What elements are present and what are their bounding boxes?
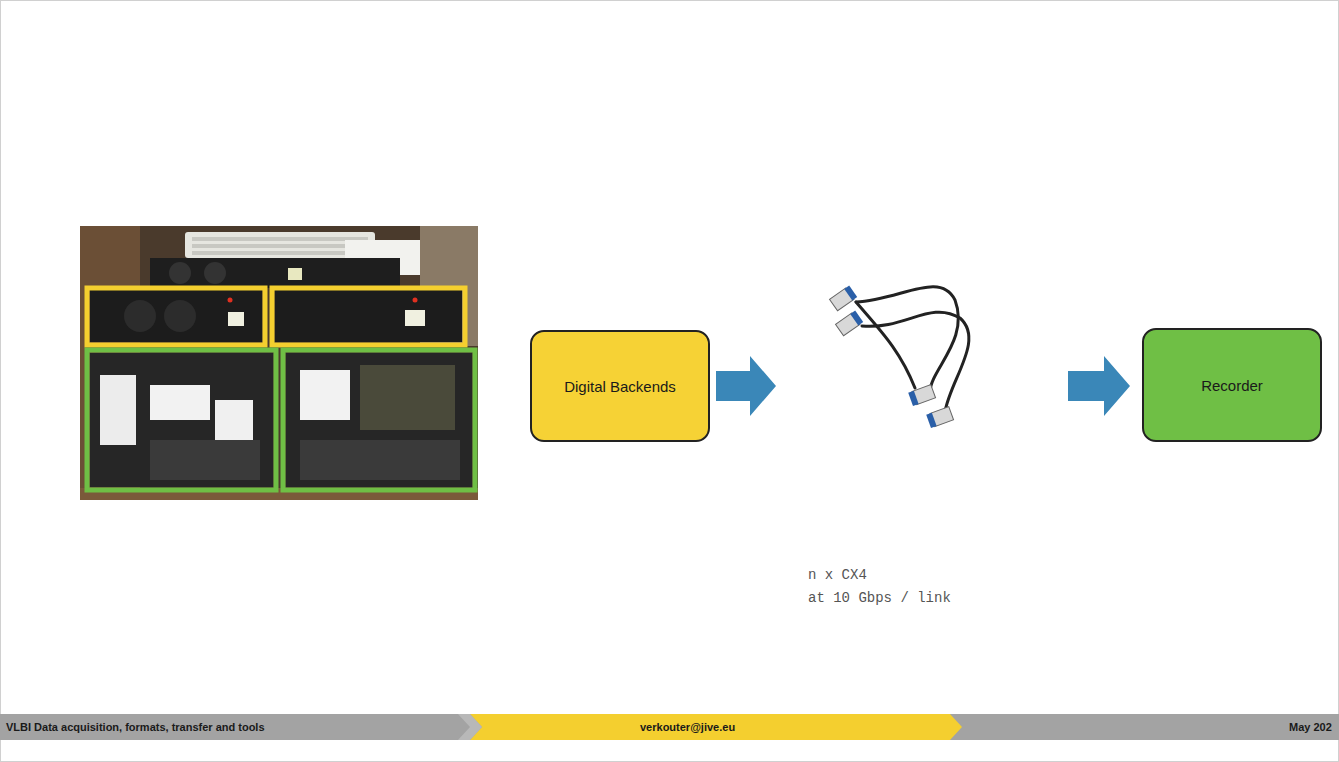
backend-box: Digital Backends: [530, 330, 710, 442]
cx4-connector: [830, 286, 954, 428]
cx4-cable: [856, 287, 969, 412]
link-count: n x CX4: [808, 567, 867, 583]
equipment-photo: [80, 226, 478, 500]
footer-date: May 202: [1289, 721, 1332, 733]
link-rate: at 10 Gbps / link: [808, 590, 951, 606]
recorder-box: Recorder: [1142, 328, 1322, 442]
footer-email: verkouter@jive.eu: [640, 721, 735, 733]
node-label: Recorder: [1201, 376, 1263, 395]
node-label: Digital Backends: [564, 377, 676, 396]
flow-arrow: [716, 356, 1130, 416]
footer-title: VLBI Data acquisition, formats, transfer…: [6, 721, 265, 733]
footer-bar: [0, 714, 1339, 740]
